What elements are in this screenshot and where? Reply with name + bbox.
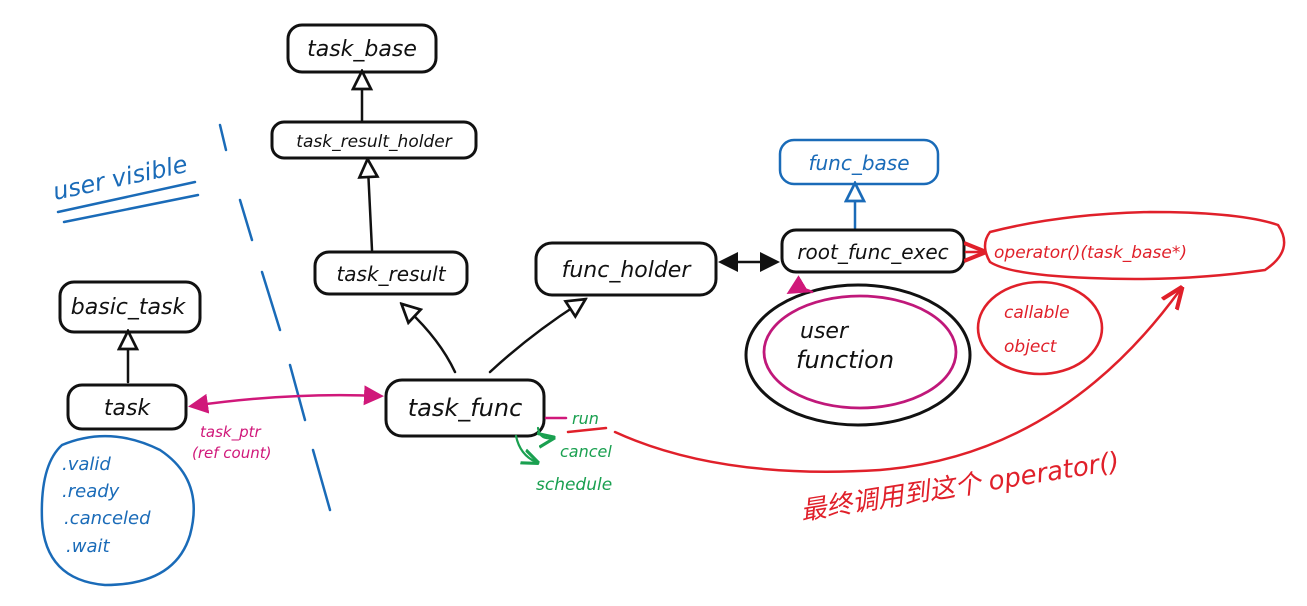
task-state-ready: .ready [62,481,120,502]
basic-task-label: basic_task [71,295,187,320]
cancel-label: cancel [560,442,612,461]
task-state-valid: .valid [62,454,111,475]
task-base-node: task_base [286,23,438,74]
task-ptr-refcount-label: (ref count) [192,444,271,462]
task-states-list: .valid .ready .canceled .wait [62,454,151,557]
task-ptr-label: task_ptr [200,423,261,442]
run-label: run [572,409,599,428]
callable-object-outline [976,280,1104,376]
task-func-label: task_func [408,394,523,422]
task-state-wait: .wait [66,536,110,557]
func-base-label: func_base [808,151,909,175]
user-function-label-2: function [796,346,894,374]
func-holder-label: func_holder [562,258,693,283]
user-function-inner-outline [762,294,958,410]
object-label: object [1004,337,1058,357]
func-holder-node: func_holder [534,241,718,297]
task-result-label: task_result [336,262,446,286]
schedule-arrow [514,434,536,462]
func-base-node: func_base [778,138,940,186]
result-to-holder-edge [368,168,372,252]
task-state-canceled: .canceled [64,508,151,529]
run-to-operator-curve [613,290,1180,473]
basic-task-node: basic_task [58,280,202,334]
task-result-node: task_result [313,250,469,296]
operator-label: operator()(task_base*) [994,243,1187,263]
user-function-pointer [786,275,814,295]
task-func-node: task_func [384,378,546,438]
task-ptr-link [188,385,384,414]
final-call-note: 最终调用到这个 operator() [798,447,1121,527]
user-function-label-1: user [800,319,850,344]
task-base-label: task_base [307,37,417,62]
callable-label: callable [1004,303,1070,323]
task-result-holder-label: task_result_holder [296,132,452,152]
schedule-label: schedule [536,475,612,495]
task-func-to-func-holder-edge [488,304,578,374]
run-underline [566,426,608,434]
root-func-exec-label: root_func_exec [797,240,948,264]
task-func-to-result-edge [408,310,457,374]
task-node: task [66,383,188,431]
task-label: task [104,396,152,421]
task-states-outline [40,434,195,587]
user-function-outer-outline [744,283,972,427]
user-visible-underline [56,180,200,224]
task-result-holder-node: task_result_holder [270,120,478,160]
user-visible-divider [218,123,332,512]
cancel-arrow [538,426,552,438]
root-func-exec-node: root_func_exec [780,228,966,274]
operator-outline [983,210,1286,281]
